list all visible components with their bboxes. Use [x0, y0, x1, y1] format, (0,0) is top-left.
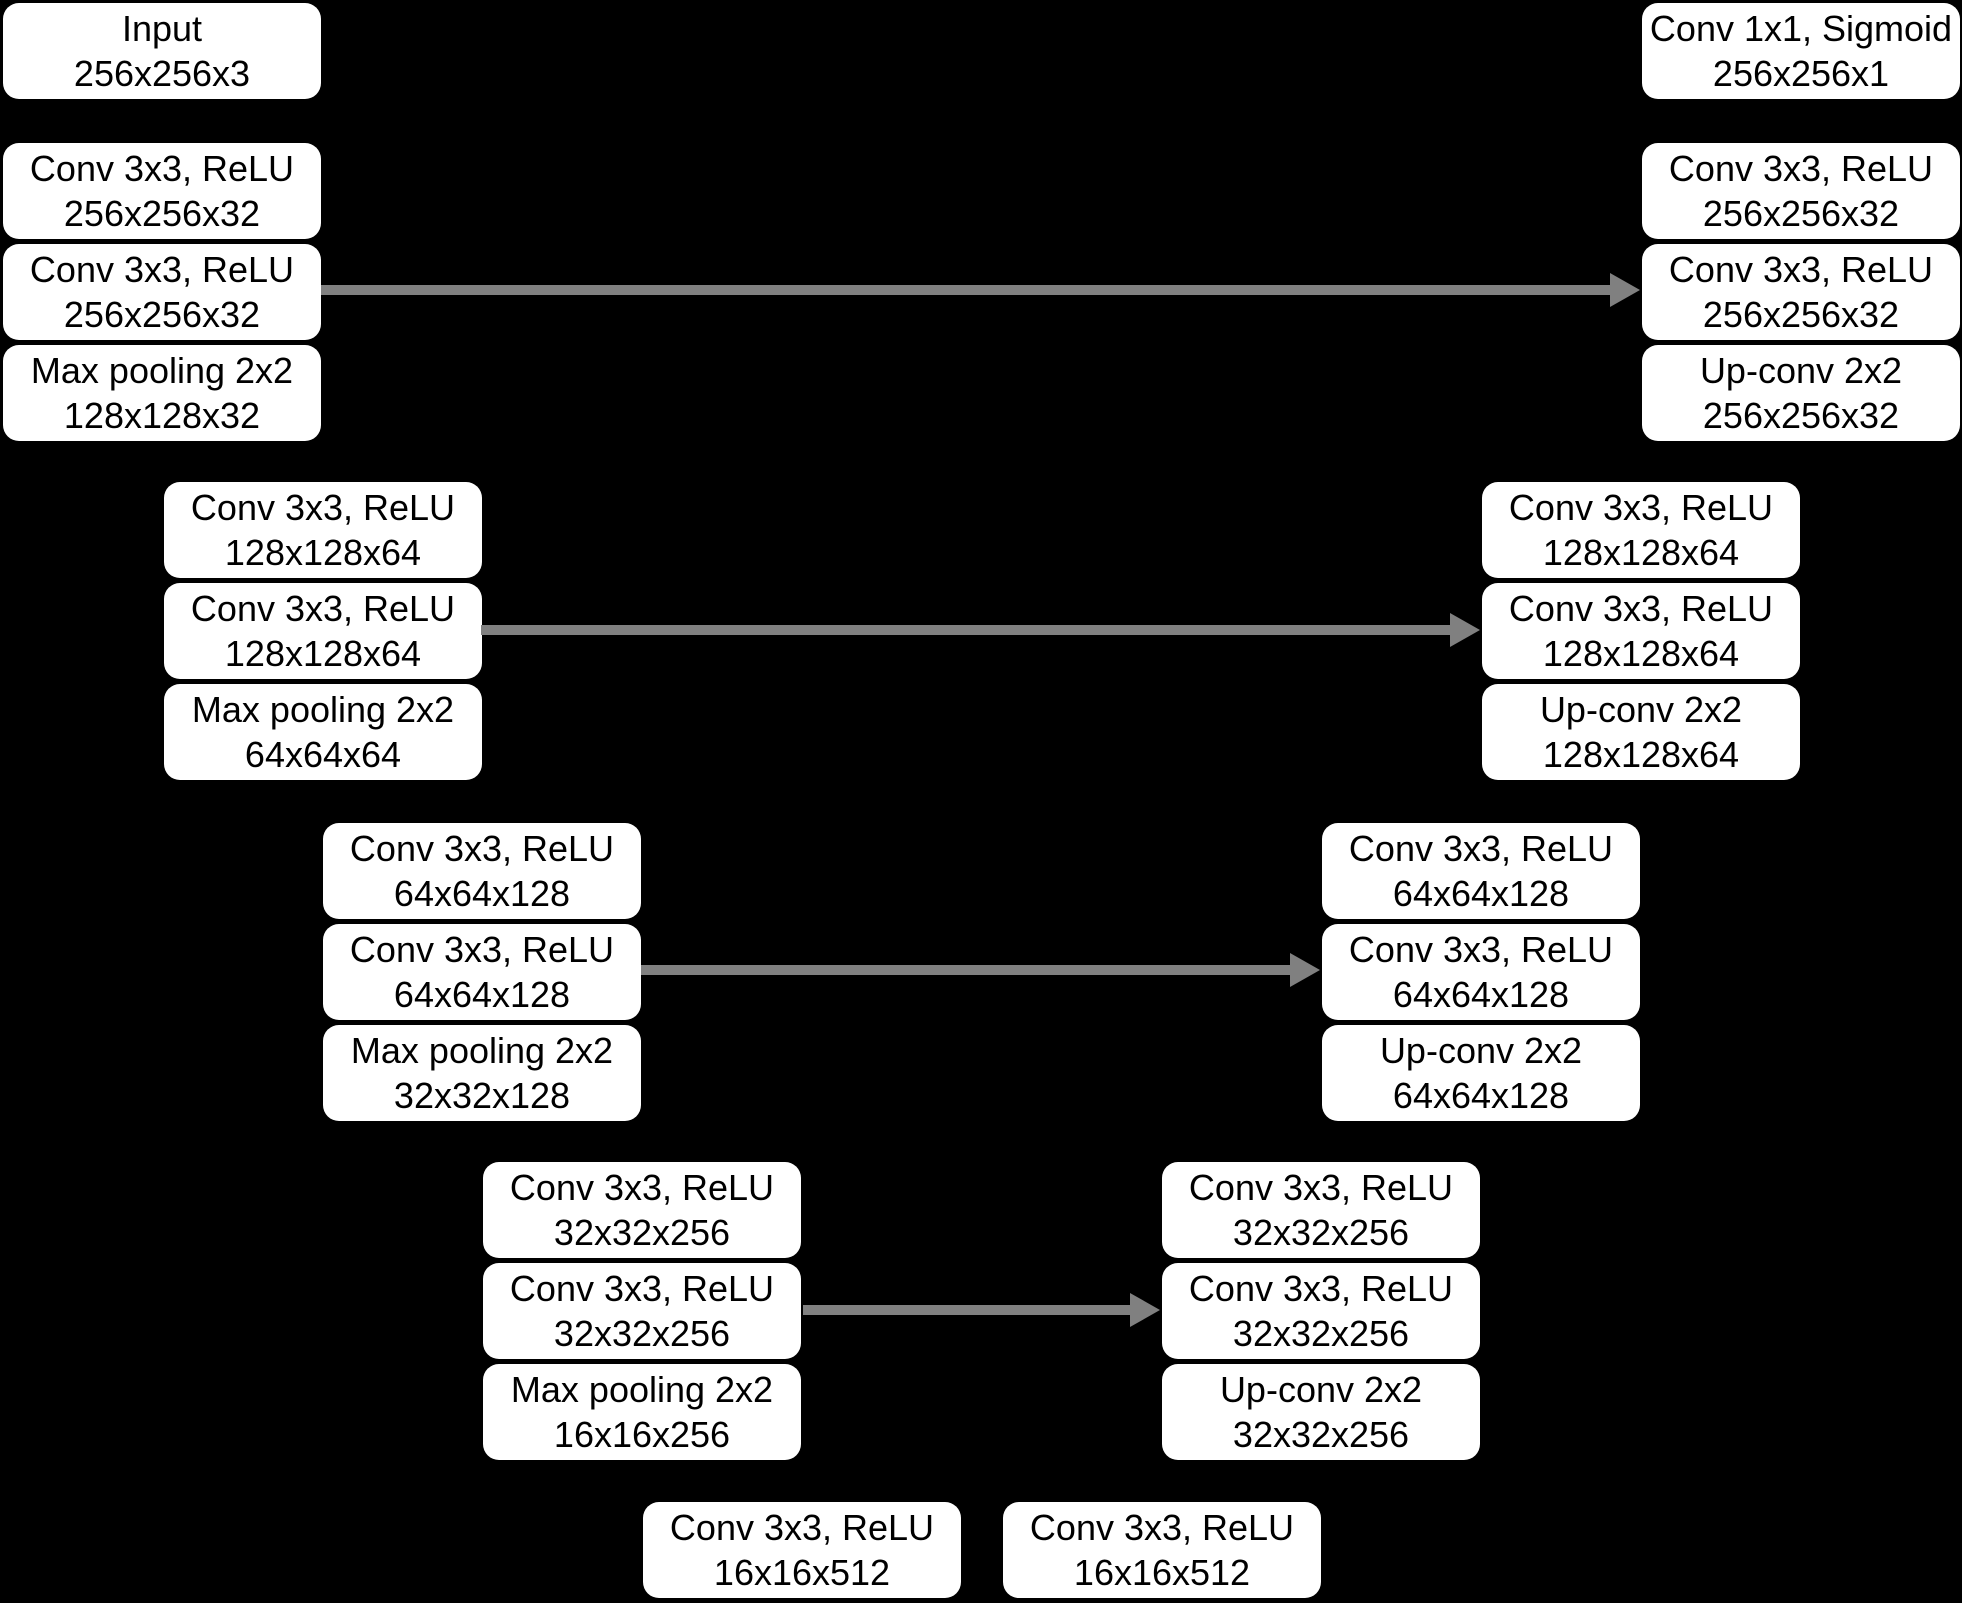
node-op-label: Conv 3x3, ReLU	[1188, 1268, 1454, 1309]
bottleneck-conv1: Conv 3x3, ReLU 16x16x512	[643, 1502, 961, 1598]
node-output: Conv 1x1, Sigmoid 256x256x1	[1642, 3, 1960, 99]
enc2-maxpool: Max pooling 2x2 64x64x64	[164, 684, 482, 780]
enc2-conv1: Conv 3x3, ReLU 128x128x64	[164, 482, 482, 578]
dec1-conv1: Conv 3x3, ReLU 256x256x32	[1642, 143, 1960, 239]
node-shape-label: 16x16x512	[713, 1552, 891, 1593]
node-shape-label: 128x128x64	[1542, 532, 1740, 573]
node-shape-label: 32x32x256	[553, 1313, 731, 1354]
enc4-maxpool: Max pooling 2x2 16x16x256	[483, 1364, 801, 1460]
node-shape-label: 256x256x3	[73, 53, 251, 94]
node-op-label: Max pooling 2x2	[510, 1369, 774, 1410]
node-shape-label: 256x256x32	[63, 294, 261, 335]
node-shape-label: 64x64x128	[393, 974, 571, 1015]
node-op-label: Conv 3x3, ReLU	[29, 249, 295, 290]
dec2-conv1: Conv 3x3, ReLU 128x128x64	[1482, 482, 1800, 578]
node-shape-label: 64x64x128	[1392, 873, 1570, 914]
node-op-label: Conv 1x1, Sigmoid	[1649, 8, 1953, 49]
node-op-label: Conv 3x3, ReLU	[1188, 1167, 1454, 1208]
node-input: Input 256x256x3	[3, 3, 321, 99]
node-op-label: Conv 3x3, ReLU	[29, 148, 295, 189]
node-op-label: Conv 3x3, ReLU	[1508, 588, 1774, 629]
dec3-conv2: Conv 3x3, ReLU 64x64x128	[1322, 924, 1640, 1020]
bottleneck-conv2: Conv 3x3, ReLU 16x16x512	[1003, 1502, 1321, 1598]
node-shape-label: 128x128x32	[63, 395, 261, 436]
node-op-label: Up-conv 2x2	[1539, 689, 1743, 730]
arrow-head-icon	[1290, 953, 1320, 987]
node-shape-label: 16x16x512	[1073, 1552, 1251, 1593]
enc3-conv2: Conv 3x3, ReLU 64x64x128	[323, 924, 641, 1020]
node-shape-label: 256x256x32	[63, 193, 261, 234]
dec3-upconv: Up-conv 2x2 64x64x128	[1322, 1025, 1640, 1121]
node-op-label: Max pooling 2x2	[191, 689, 455, 730]
node-shape-label: 32x32x256	[553, 1212, 731, 1253]
node-op-label: Conv 3x3, ReLU	[349, 828, 615, 869]
node-op-label: Max pooling 2x2	[30, 350, 294, 391]
arrow-head-icon	[1130, 1293, 1160, 1327]
node-op-label: Conv 3x3, ReLU	[1668, 249, 1934, 290]
node-shape-label: 64x64x128	[1392, 974, 1570, 1015]
node-shape-label: 256x256x32	[1702, 294, 1900, 335]
dec4-upconv: Up-conv 2x2 32x32x256	[1162, 1364, 1480, 1460]
node-shape-label: 32x32x256	[1232, 1313, 1410, 1354]
enc1-conv2: Conv 3x3, ReLU 256x256x32	[3, 244, 321, 340]
dec4-conv2: Conv 3x3, ReLU 32x32x256	[1162, 1263, 1480, 1359]
enc3-conv1: Conv 3x3, ReLU 64x64x128	[323, 823, 641, 919]
dec3-conv1: Conv 3x3, ReLU 64x64x128	[1322, 823, 1640, 919]
dec1-upconv: Up-conv 2x2 256x256x32	[1642, 345, 1960, 441]
node-op-label: Conv 3x3, ReLU	[1029, 1507, 1295, 1548]
enc4-conv1: Conv 3x3, ReLU 32x32x256	[483, 1162, 801, 1258]
node-op-label: Conv 3x3, ReLU	[1668, 148, 1934, 189]
node-op-label: Conv 3x3, ReLU	[1348, 828, 1614, 869]
node-op-label: Conv 3x3, ReLU	[669, 1507, 935, 1548]
node-op-label: Conv 3x3, ReLU	[509, 1268, 775, 1309]
arrow-head-icon	[1450, 613, 1480, 647]
arrow-shaft	[641, 965, 1290, 975]
enc1-maxpool: Max pooling 2x2 128x128x32	[3, 345, 321, 441]
node-shape-label: 64x64x128	[1392, 1075, 1570, 1116]
dec4-conv1: Conv 3x3, ReLU 32x32x256	[1162, 1162, 1480, 1258]
node-shape-label: 256x256x32	[1702, 193, 1900, 234]
node-shape-label: 128x128x64	[224, 633, 422, 674]
node-shape-label: 64x64x128	[393, 873, 571, 914]
dec2-upconv: Up-conv 2x2 128x128x64	[1482, 684, 1800, 780]
node-shape-label: 128x128x64	[224, 532, 422, 573]
arrow-shaft	[321, 285, 1610, 295]
node-shape-label: 16x16x256	[553, 1414, 731, 1455]
node-shape-label: 32x32x256	[1232, 1414, 1410, 1455]
node-op-label: Conv 3x3, ReLU	[509, 1167, 775, 1208]
node-op-label: Up-conv 2x2	[1699, 350, 1903, 391]
dec2-conv2: Conv 3x3, ReLU 128x128x64	[1482, 583, 1800, 679]
dec1-conv2: Conv 3x3, ReLU 256x256x32	[1642, 244, 1960, 340]
arrow-head-icon	[1610, 273, 1640, 307]
node-op-label: Input	[121, 8, 203, 49]
node-op-label: Conv 3x3, ReLU	[1348, 929, 1614, 970]
node-shape-label: 256x256x1	[1712, 53, 1890, 94]
node-op-label: Up-conv 2x2	[1219, 1369, 1423, 1410]
enc2-conv2: Conv 3x3, ReLU 128x128x64	[164, 583, 482, 679]
node-op-label: Conv 3x3, ReLU	[190, 487, 456, 528]
arrow-shaft	[803, 1305, 1130, 1315]
node-shape-label: 32x32x128	[393, 1075, 571, 1116]
node-op-label: Max pooling 2x2	[350, 1030, 614, 1071]
enc1-conv1: Conv 3x3, ReLU 256x256x32	[3, 143, 321, 239]
node-shape-label: 128x128x64	[1542, 633, 1740, 674]
node-op-label: Conv 3x3, ReLU	[190, 588, 456, 629]
node-shape-label: 32x32x256	[1232, 1212, 1410, 1253]
node-shape-label: 128x128x64	[1542, 734, 1740, 775]
node-op-label: Up-conv 2x2	[1379, 1030, 1583, 1071]
enc4-conv2: Conv 3x3, ReLU 32x32x256	[483, 1263, 801, 1359]
arrow-shaft	[481, 625, 1450, 635]
node-shape-label: 256x256x32	[1702, 395, 1900, 436]
node-op-label: Conv 3x3, ReLU	[1508, 487, 1774, 528]
node-op-label: Conv 3x3, ReLU	[349, 929, 615, 970]
enc3-maxpool: Max pooling 2x2 32x32x128	[323, 1025, 641, 1121]
node-shape-label: 64x64x64	[244, 734, 402, 775]
